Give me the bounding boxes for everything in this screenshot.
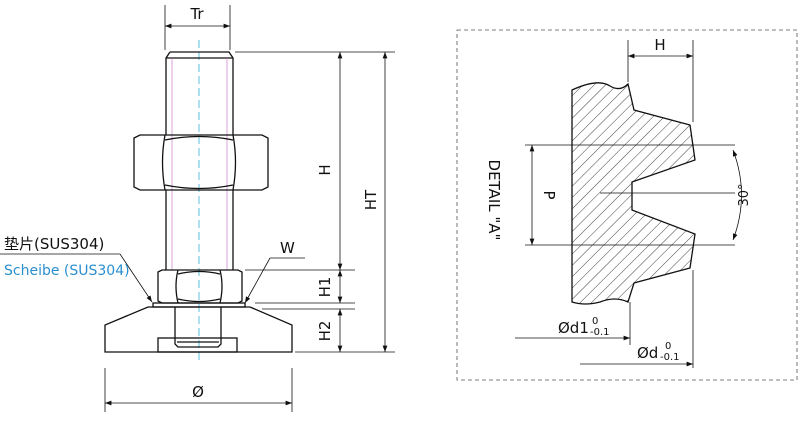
diameter-label: Ø	[192, 383, 204, 401]
base-pad	[104, 306, 293, 353]
angle-label: 30°	[737, 183, 752, 206]
lower-nut	[157, 269, 243, 304]
h-label: H	[316, 164, 334, 175]
d1-tol-lower: -0.1	[590, 327, 610, 338]
leveling-foot-view: Tr H H1 H2 HT Ø 垫片(SUS304) Scheibe (SUS3…	[0, 5, 395, 412]
detail-frame	[456, 29, 798, 381]
tr-label: Tr	[189, 5, 204, 23]
h2-label: H2	[316, 321, 334, 342]
threaded-stud	[165, 51, 234, 135]
d-tol-upper: 0	[665, 341, 671, 352]
ht-label: HT	[362, 189, 380, 210]
d1-label: Ød1	[558, 319, 589, 337]
detail-title: DETAIL "A"	[485, 160, 503, 241]
detail-a-view: DETAIL "A" H P 30° Ød1 0 -0.1 Ød 0 -0.1	[456, 29, 798, 381]
washer-label-cn: 垫片(SUS304)	[4, 235, 104, 253]
detail-h-label: H	[654, 36, 665, 54]
h1-label: H1	[316, 277, 334, 298]
d1-tol-upper: 0	[592, 316, 598, 327]
upper-nut	[133, 134, 269, 191]
dimensions	[0, 5, 395, 412]
d-tol-lower: -0.1	[660, 352, 680, 363]
pitch-label: P	[540, 190, 558, 199]
d-label: Ød	[637, 344, 658, 362]
washer-label-de: Scheibe (SUS304)	[4, 263, 130, 279]
w-label: W	[280, 239, 295, 257]
thread-profile	[571, 82, 696, 305]
